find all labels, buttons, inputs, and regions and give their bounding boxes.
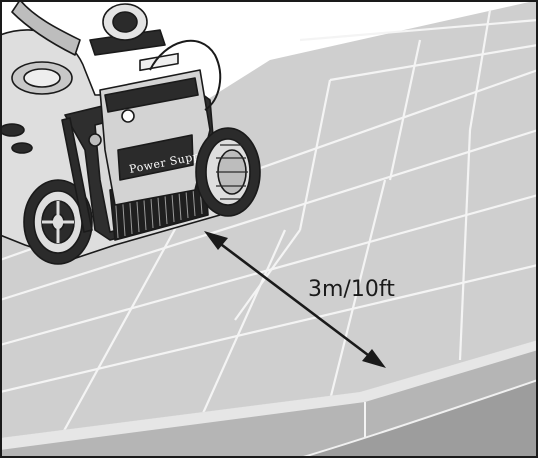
pool-cleaner-robot: Power Supply [0, 0, 261, 265]
pool-water [300, 380, 538, 458]
arrowhead-end [362, 349, 386, 368]
robot-handle [11, 0, 81, 56]
label-plate [117, 134, 194, 181]
distance-arrow [204, 231, 386, 368]
floor-grout-lines [0, 9, 538, 439]
tiled-floor [0, 0, 538, 438]
side-bolt-icon [88, 133, 102, 147]
left-wheel [23, 179, 93, 265]
side-vents [0, 123, 33, 154]
side-strap [61, 117, 93, 233]
power-cable [149, 39, 222, 111]
distance-label: 3m/10ft [308, 277, 395, 302]
power-button-icon [121, 109, 135, 123]
power-supply-top [104, 77, 199, 113]
arrowhead-start [204, 231, 228, 250]
deck-edge-top [0, 340, 538, 450]
right-wheel [195, 127, 261, 217]
